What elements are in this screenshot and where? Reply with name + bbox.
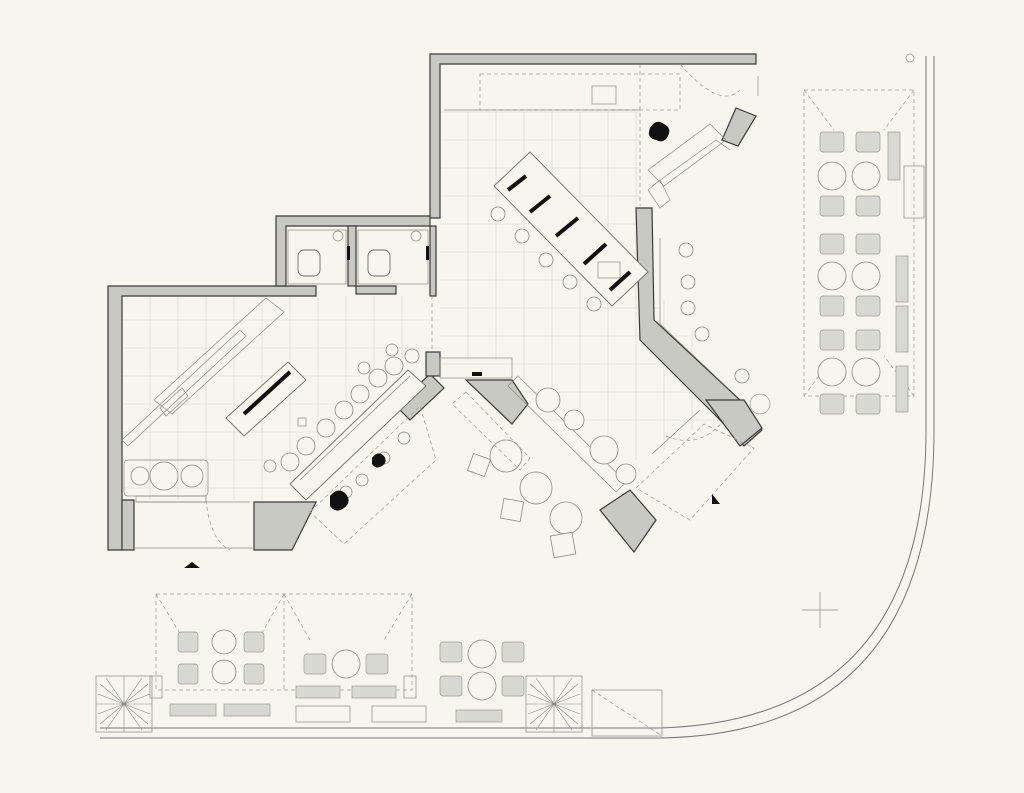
left-room-furniture (121, 297, 307, 503)
entrance-arrow-right (712, 494, 720, 504)
entrance-arrow-left (184, 562, 200, 568)
communal-table (490, 151, 649, 312)
shrub-right (525, 675, 583, 733)
wc-left (287, 229, 347, 285)
kitchen-area (444, 63, 741, 209)
exterior-walls (107, 53, 763, 554)
shrub-left (95, 675, 153, 733)
terrace-east (803, 53, 925, 415)
service-lines (431, 64, 759, 352)
terrace-south (149, 593, 663, 737)
bar-counter (263, 343, 437, 545)
floor-tile-grid (122, 111, 720, 500)
street-curb (100, 56, 935, 739)
lower-right-tables (439, 357, 755, 559)
right-bench (659, 238, 771, 415)
wc-right (347, 229, 429, 285)
doors (134, 419, 725, 551)
